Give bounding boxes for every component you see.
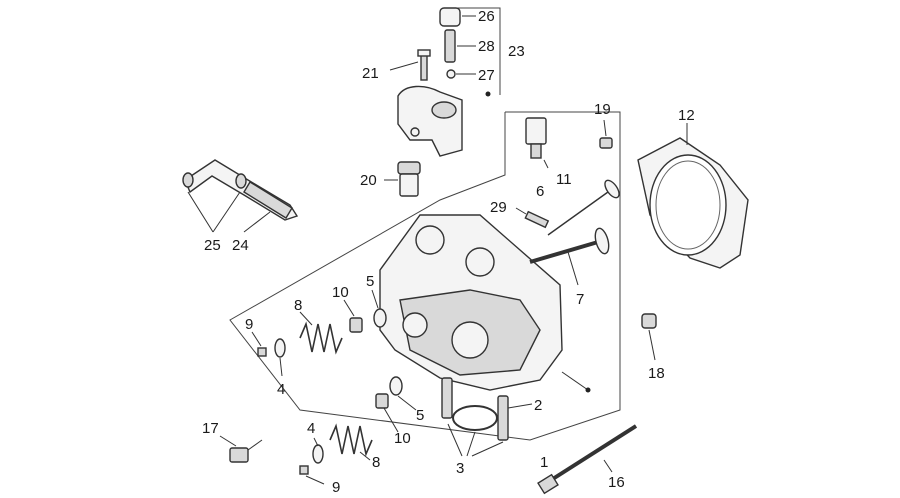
- callout-29: 29: [490, 199, 507, 216]
- callout-16: 16: [608, 474, 625, 491]
- callout-10b: 10: [394, 430, 411, 447]
- callout-17: 17: [202, 420, 219, 437]
- callout-27: 27: [478, 67, 495, 84]
- valve-keeper-part-upper: [251, 331, 267, 357]
- callout-23: 23: [508, 43, 525, 60]
- o-ring-part: [446, 69, 476, 79]
- valve-seal-part-lower: [375, 393, 399, 433]
- callout-12: 12: [678, 107, 695, 124]
- head-gasket-part: [637, 123, 749, 269]
- assembly-frame-thermostat: [455, 7, 501, 97]
- callout-4b: 4: [307, 420, 315, 437]
- callout-26: 26: [478, 8, 495, 25]
- callout-5b: 5: [416, 407, 424, 424]
- stud-part: [515, 207, 550, 229]
- callout-7: 7: [576, 291, 584, 308]
- spring-seat-part-lower: [389, 376, 417, 411]
- valve-spring-part-upper: [299, 311, 343, 355]
- callout-18: 18: [648, 365, 665, 382]
- head-bolt-part: [537, 424, 638, 495]
- callout-labels: 26 28 23 27 21 20 19 12 11 6 29 25 24 7 …: [202, 8, 695, 496]
- coolant-hose-part: [184, 159, 299, 221]
- valve-seal-part-upper: [343, 299, 363, 333]
- callout-21: 21: [362, 65, 379, 82]
- temperature-sensor-part: [525, 117, 549, 169]
- dowel-pin-part: [441, 377, 533, 441]
- callout-25: 25: [204, 237, 221, 254]
- plug-part-19: [599, 119, 613, 149]
- bleed-cap-part: [439, 7, 476, 27]
- callout-9a: 9: [245, 316, 253, 333]
- spring-retainer-part-upper: [274, 338, 286, 377]
- cylinder-head-part: [379, 214, 591, 393]
- exhaust-valve-part: [547, 179, 620, 236]
- callout-9b: 9: [332, 479, 340, 496]
- screw-plug-part: [219, 435, 263, 463]
- callout-10a: 10: [332, 284, 349, 301]
- callout-1: 1: [540, 454, 548, 471]
- thermostat-part: [384, 161, 421, 197]
- callout-2: 2: [534, 397, 542, 414]
- callout-20: 20: [360, 172, 377, 189]
- intake-valve-part: [529, 227, 610, 286]
- o-ring-part-cylinder: [447, 405, 504, 457]
- hose-clamp-part: [182, 172, 271, 233]
- callout-5a: 5: [366, 273, 374, 290]
- callout-4a: 4: [277, 381, 285, 398]
- valve-spring-part-lower: [329, 423, 373, 461]
- spring-retainer-part-lower: [312, 437, 324, 464]
- callout-3: 3: [456, 460, 464, 477]
- callout-28: 28: [478, 38, 495, 55]
- callout-11: 11: [556, 171, 572, 188]
- valve-keeper-part-lower: [299, 465, 325, 485]
- callout-24: 24: [232, 237, 249, 254]
- assembly-frame-head: [229, 111, 621, 441]
- callout-19: 19: [594, 101, 611, 118]
- callout-8a: 8: [294, 297, 302, 314]
- thermostat-housing-part: [397, 85, 463, 157]
- housing-screw-part: [389, 49, 431, 81]
- callout-8b: 8: [372, 454, 380, 471]
- callout-6: 6: [536, 183, 544, 200]
- bleed-screw-part: [444, 29, 476, 63]
- spring-seat-part-upper: [371, 289, 387, 328]
- plug-part-18: [641, 313, 657, 361]
